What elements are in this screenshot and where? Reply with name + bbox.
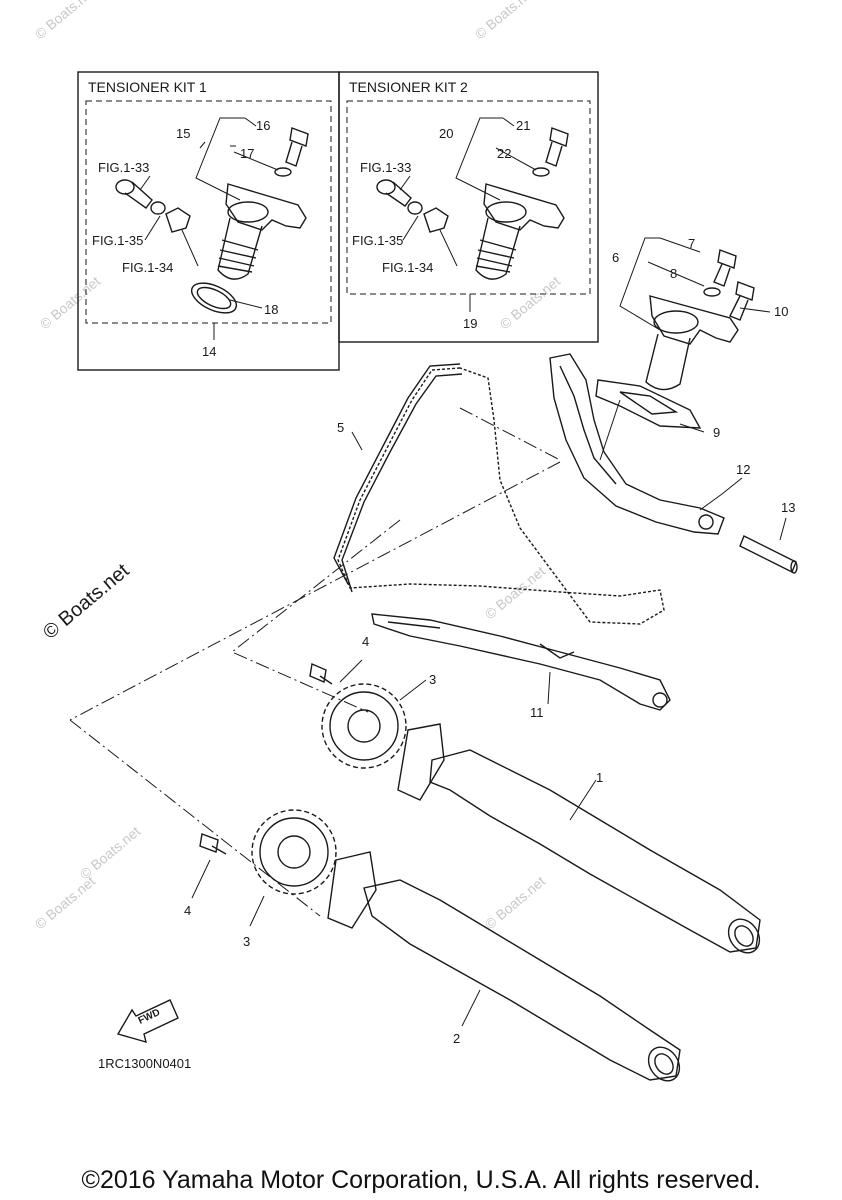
kit1-bolt-fig33: [115, 179, 153, 209]
label-3-lower: 3: [243, 934, 250, 949]
label-17: 17: [240, 146, 254, 161]
washer-17: [274, 167, 292, 177]
kit1-title: TENSIONER KIT 1: [88, 79, 207, 95]
label-4-lower: 4: [184, 903, 191, 918]
kit2-title: TENSIONER KIT 2: [349, 79, 468, 95]
label-k2-fig33: FIG.1-33: [360, 160, 411, 175]
fwd-arrow-icon: FWD: [116, 999, 179, 1044]
watermark-text: © Boats.net: [472, 0, 539, 42]
center-line: [69, 719, 321, 917]
watermark-text: © Boats.net: [482, 873, 549, 932]
center-line: [459, 407, 561, 461]
bolt-16: [285, 127, 309, 167]
bolt-7: [713, 249, 737, 287]
pin-13: [739, 535, 798, 574]
label-19: 19: [463, 316, 477, 331]
label-8: 8: [670, 266, 677, 281]
label-13: 13: [781, 500, 795, 515]
washer-22: [532, 167, 550, 177]
cam-chain-5: [337, 367, 665, 625]
chain-guide-11: [371, 613, 671, 711]
watermark-group: © Boats.net © Boats.net © Boats.net © Bo…: [32, 0, 564, 932]
label-2: 2: [453, 1031, 460, 1046]
label-18: 18: [264, 302, 278, 317]
camshaft-2: [327, 851, 681, 1082]
label-5: 5: [337, 420, 344, 435]
washer-8: [703, 287, 721, 297]
gasket-18: [190, 282, 238, 314]
kit2-box: [338, 71, 599, 343]
kit2-cap-fig34: [423, 207, 449, 233]
label-14: 14: [202, 344, 216, 359]
label-1: 1: [596, 770, 603, 785]
sprocket-lower-3: [251, 809, 337, 895]
bolt-upper-4: [309, 663, 333, 685]
label-15: 15: [176, 126, 190, 141]
gasket-9: [595, 379, 702, 429]
label-k1-fig34: FIG.1-34: [122, 260, 173, 275]
label-7: 7: [688, 236, 695, 251]
label-k2-fig35: FIG.1-35: [352, 233, 403, 248]
copyright-notice: ©2016 Yamaha Motor Corporation, U.S.A. A…: [81, 1166, 761, 1194]
chain-guide-12: [549, 353, 725, 535]
watermark-text: © Boats.net: [482, 563, 549, 622]
watermark-text: © Boats.net: [77, 823, 144, 882]
label-9: 9: [713, 425, 720, 440]
tensioner-20: [475, 183, 565, 280]
tensioner-15: [190, 183, 307, 314]
watermark-text: © Boats.net: [32, 873, 99, 932]
label-12: 12: [736, 462, 750, 477]
label-k1-fig35: FIG.1-35: [92, 233, 143, 248]
kit1-washer-fig35: [150, 201, 166, 215]
kit1-inner-box: [85, 100, 332, 324]
watermark-text: © Boats.net: [32, 0, 99, 42]
camshaft-1: [397, 723, 761, 954]
label-k1-fig33: FIG.1-33: [98, 160, 149, 175]
bolt-21: [545, 127, 569, 167]
watermark-main: © Boats.net: [39, 559, 134, 643]
tensioner-6: [645, 295, 739, 391]
kit1-box: [77, 71, 340, 371]
label-20: 20: [439, 126, 453, 141]
label-k2-fig34: FIG.1-34: [382, 260, 433, 275]
bolt-lower-4: [199, 833, 227, 855]
label-21: 21: [516, 118, 530, 133]
label-10: 10: [774, 304, 788, 319]
label-11: 11: [530, 705, 544, 720]
kit2-inner-box: [346, 100, 591, 295]
label-16: 16: [256, 118, 270, 133]
kit1-cap-fig34: [165, 207, 191, 233]
watermark-text: © Boats.net: [497, 273, 564, 332]
diagram-code: 1RC1300N0401: [98, 1056, 191, 1071]
kit2-washer-fig35: [407, 201, 423, 215]
label-3-upper: 3: [429, 672, 436, 687]
bolt-10: [729, 281, 755, 321]
kit2-bolt-fig33: [376, 179, 412, 207]
center-line: [69, 461, 561, 721]
center-line: [231, 519, 401, 713]
sprocket-upper-3: [321, 683, 407, 769]
parts-diagram: © Boats.net © Boats.net © Boats.net © Bo…: [32, 0, 798, 1082]
label-22: 22: [497, 146, 511, 161]
fwd-label: FWD: [137, 1007, 162, 1027]
label-4-upper: 4: [362, 634, 369, 649]
label-6: 6: [612, 250, 619, 265]
